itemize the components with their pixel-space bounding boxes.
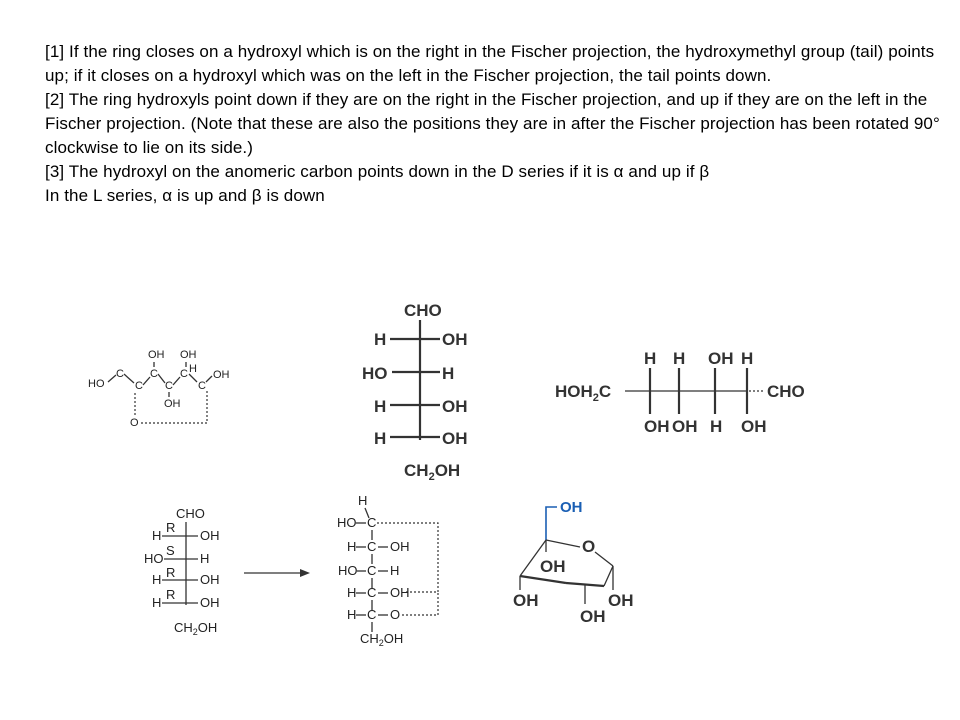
fischer-h-3: H (374, 397, 386, 416)
fischer-h-1: H (374, 330, 386, 349)
side-h-top-4: H (741, 349, 753, 368)
chain-c3: C (150, 368, 158, 380)
pyr-oh-4: OH (390, 585, 410, 600)
chain-c6: C (198, 380, 206, 392)
rs-label-s: S (166, 543, 175, 558)
chain-oh-top-2: OH (180, 349, 197, 361)
pyranose-fischer-diagram: H HO C H C OH HO C H H C OH H C O CH2OH (337, 493, 439, 648)
chain-c2: C (135, 380, 143, 392)
haworth-oh-tail: OH (560, 499, 583, 516)
fischer-rs-diagram: CHO R H OH S HO H R H OH R H OH CH2OH (144, 506, 220, 637)
pyr-h-5: H (347, 607, 356, 622)
fischer-ho-2: HO (362, 364, 388, 383)
chain-ho-label: HO (88, 378, 105, 390)
fischer-h-4: H (374, 429, 386, 448)
pyr-h-4: H (347, 585, 356, 600)
haworth-ring-o: O (582, 537, 595, 556)
haworth-oh-c2: OH (580, 607, 606, 626)
rs-cho: CHO (176, 506, 205, 521)
chain-h-label: H (189, 363, 197, 375)
side-cho: CHO (767, 382, 805, 401)
pyr-h-3: H (390, 563, 399, 578)
pyr-ring-o: O (390, 607, 400, 622)
side-oh-bottom-2: OH (672, 417, 698, 436)
haworth-diagram: OH O OH OH OH OH (513, 499, 634, 626)
fischer-oh-3: OH (442, 397, 468, 416)
rs-h-1: H (152, 528, 161, 543)
fischer-projection-diagram: CHO H OH HO H H OH H OH CH2OH (362, 301, 468, 483)
pyr-c-4: C (367, 585, 376, 600)
rs-oh-3: OH (200, 572, 220, 587)
rs-h-2: H (200, 551, 209, 566)
side-h-top-2: H (673, 349, 685, 368)
pyr-c-1: C (367, 515, 376, 530)
rule-2: [2] The ring hydroxyls point down if the… (45, 90, 940, 157)
rule-l-series: In the L series, α is up and β is down (45, 186, 325, 205)
open-chain-diagram: HO C C C C C H C OH OH OH OH O (88, 349, 230, 429)
fischer-cho: CHO (404, 301, 442, 320)
side-oh-top-3: OH (708, 349, 734, 368)
pyr-ch2oh: CH2OH (360, 631, 403, 648)
chain-ring-o: O (130, 417, 139, 429)
rs-oh-4: OH (200, 595, 220, 610)
side-hoh2c: HOH2C (555, 382, 611, 404)
chain-c1: C (116, 368, 124, 380)
rs-label-r-4: R (166, 587, 175, 602)
rs-ho-2: HO (144, 551, 164, 566)
rs-h-3: H (152, 572, 161, 587)
pyr-c-3: C (367, 563, 376, 578)
fischer-oh-1: OH (442, 330, 468, 349)
side-oh-bottom-1: OH (644, 417, 670, 436)
rs-label-r-1: R (166, 520, 175, 535)
rule-1: [1] If the ring closes on a hydroxyl whi… (45, 42, 935, 85)
sideways-fischer-diagram: HOH2C CHO H OH H OH OH H H OH (555, 349, 805, 436)
pyr-c-2: C (367, 539, 376, 554)
fischer-ch2oh: CH2OH (404, 461, 460, 483)
chain-c5: C (180, 368, 188, 380)
chain-oh-bottom: OH (164, 398, 181, 410)
rs-ch2oh: CH2OH (174, 620, 217, 637)
reaction-arrow (244, 569, 310, 577)
fischer-h-2: H (442, 364, 454, 383)
side-h-bottom-3: H (710, 417, 722, 436)
haworth-oh-c4: OH (540, 557, 566, 576)
haworth-oh-c1: OH (608, 591, 634, 610)
chain-c4: C (165, 380, 173, 392)
pyr-c-5: C (367, 607, 376, 622)
pyr-oh-2: OH (390, 539, 410, 554)
rs-label-r-3: R (166, 565, 175, 580)
fischer-oh-4: OH (442, 429, 468, 448)
pyr-ho-3: HO (338, 563, 358, 578)
side-h-top-1: H (644, 349, 656, 368)
pyr-h-top: H (358, 493, 367, 508)
pyr-ho-1: HO (337, 515, 357, 530)
pyr-h-2: H (347, 539, 356, 554)
haworth-oh-c3: OH (513, 591, 539, 610)
side-oh-bottom-4: OH (741, 417, 767, 436)
chain-oh-top-1: OH (148, 349, 165, 361)
chain-oh-end: OH (213, 369, 230, 381)
rules-text: [1] If the ring closes on a hydroxyl whi… (45, 40, 945, 208)
rule-3: [3] The hydroxyl on the anomeric carbon … (45, 162, 710, 181)
rs-h-4: H (152, 595, 161, 610)
rs-oh-1: OH (200, 528, 220, 543)
